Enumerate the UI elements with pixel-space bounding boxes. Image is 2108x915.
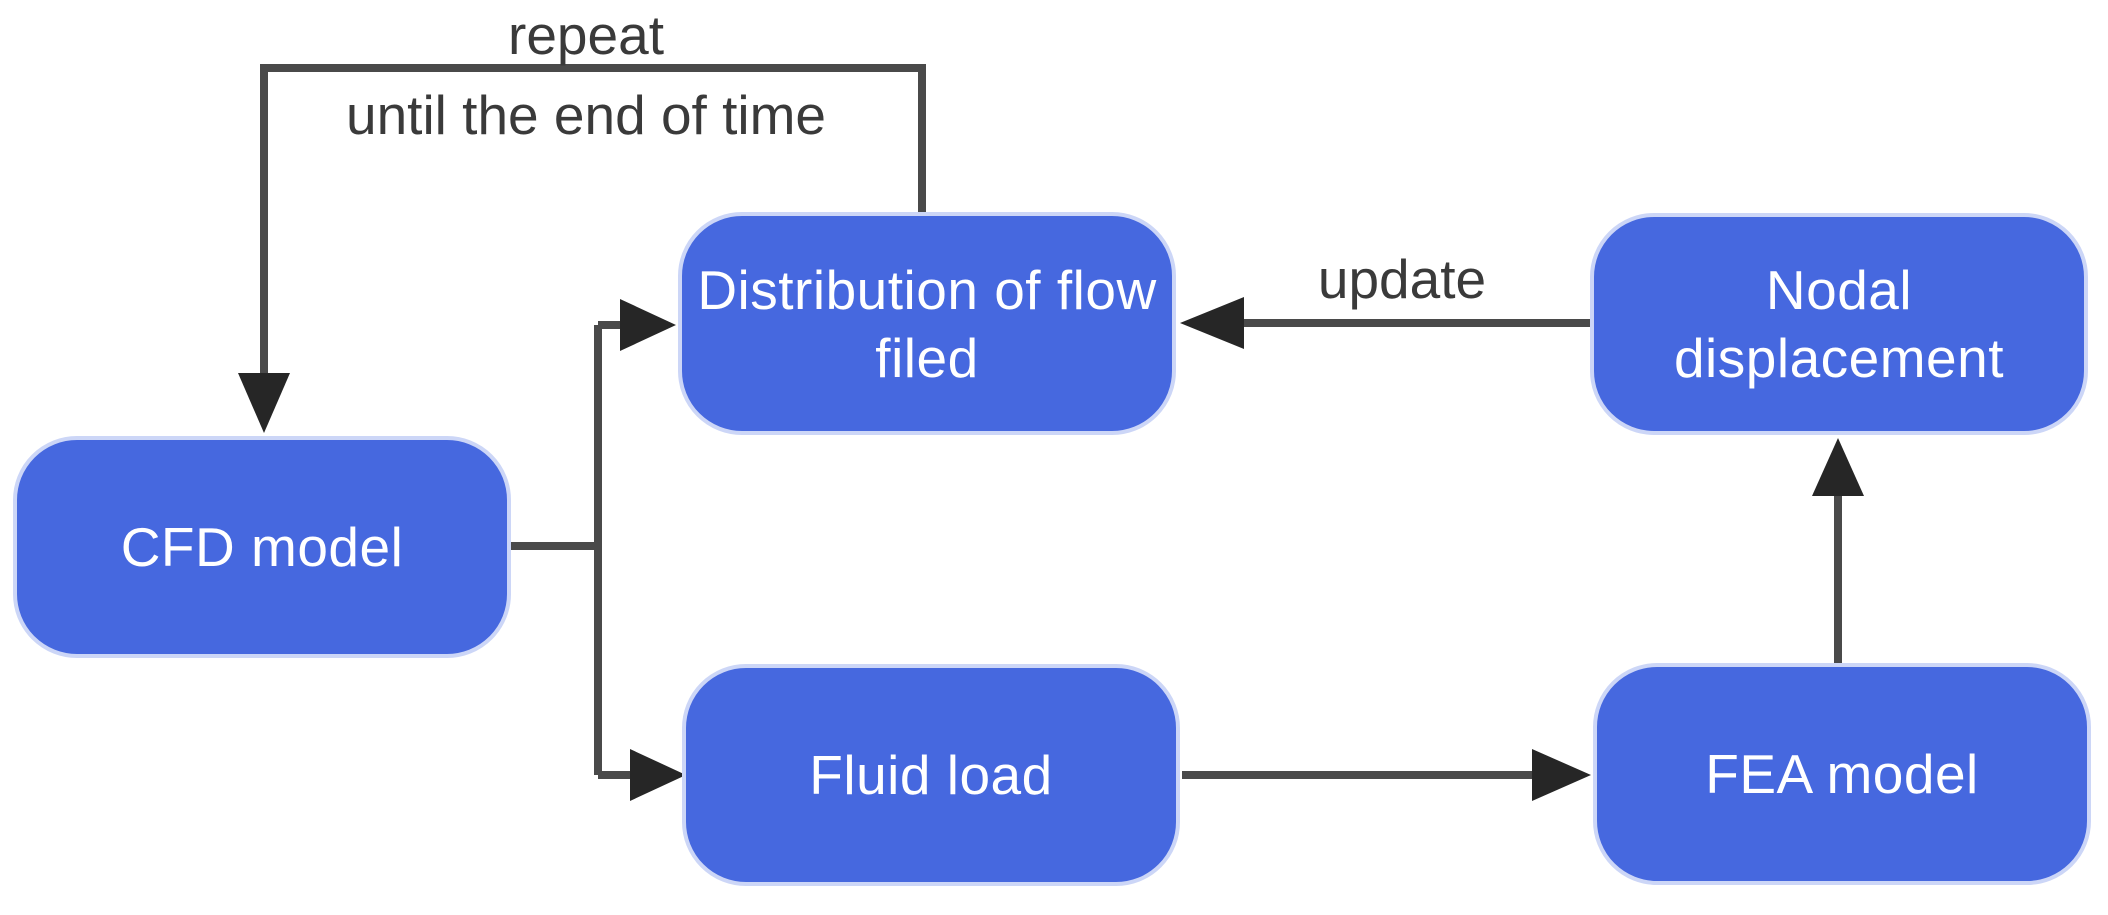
arrowhead-into-nodal	[1812, 438, 1864, 496]
edge-label-until-the-end-of-time: until the end of time	[345, 84, 827, 146]
node-fea-model-label: FEA model	[1705, 743, 1979, 805]
arrowhead-into-fluid-load	[630, 749, 686, 801]
edge-fluid-to-fea	[1182, 749, 1591, 801]
node-cfd-model-label: CFD model	[120, 516, 404, 578]
node-distribution-of-flow-filed: Distribution of flow filed	[678, 212, 1176, 435]
node-nodal-displacement-label: Nodal displacement	[1673, 259, 2005, 389]
edge-label-repeat: repeat	[508, 4, 664, 66]
node-nodal-displacement: Nodal displacement	[1590, 213, 2088, 435]
arrowhead-into-cfd	[238, 373, 290, 433]
arrowhead-update	[1180, 297, 1244, 349]
node-fluid-load-label: Fluid load	[809, 744, 1053, 806]
arrowhead-into-distribution	[620, 299, 676, 351]
edge-update	[1180, 297, 1598, 349]
edge-fea-to-nodal	[1812, 438, 1864, 663]
node-cfd-model: CFD model	[13, 436, 511, 658]
node-fea-model: FEA model	[1593, 663, 2091, 885]
edge-label-update: update	[1317, 248, 1487, 310]
arrowhead-into-fea	[1532, 749, 1591, 801]
edge-repeat-loop	[238, 64, 926, 433]
edge-cfd-branch	[511, 299, 686, 801]
node-fluid-load: Fluid load	[682, 664, 1180, 886]
node-distribution-label: Distribution of flow filed	[697, 258, 1157, 389]
